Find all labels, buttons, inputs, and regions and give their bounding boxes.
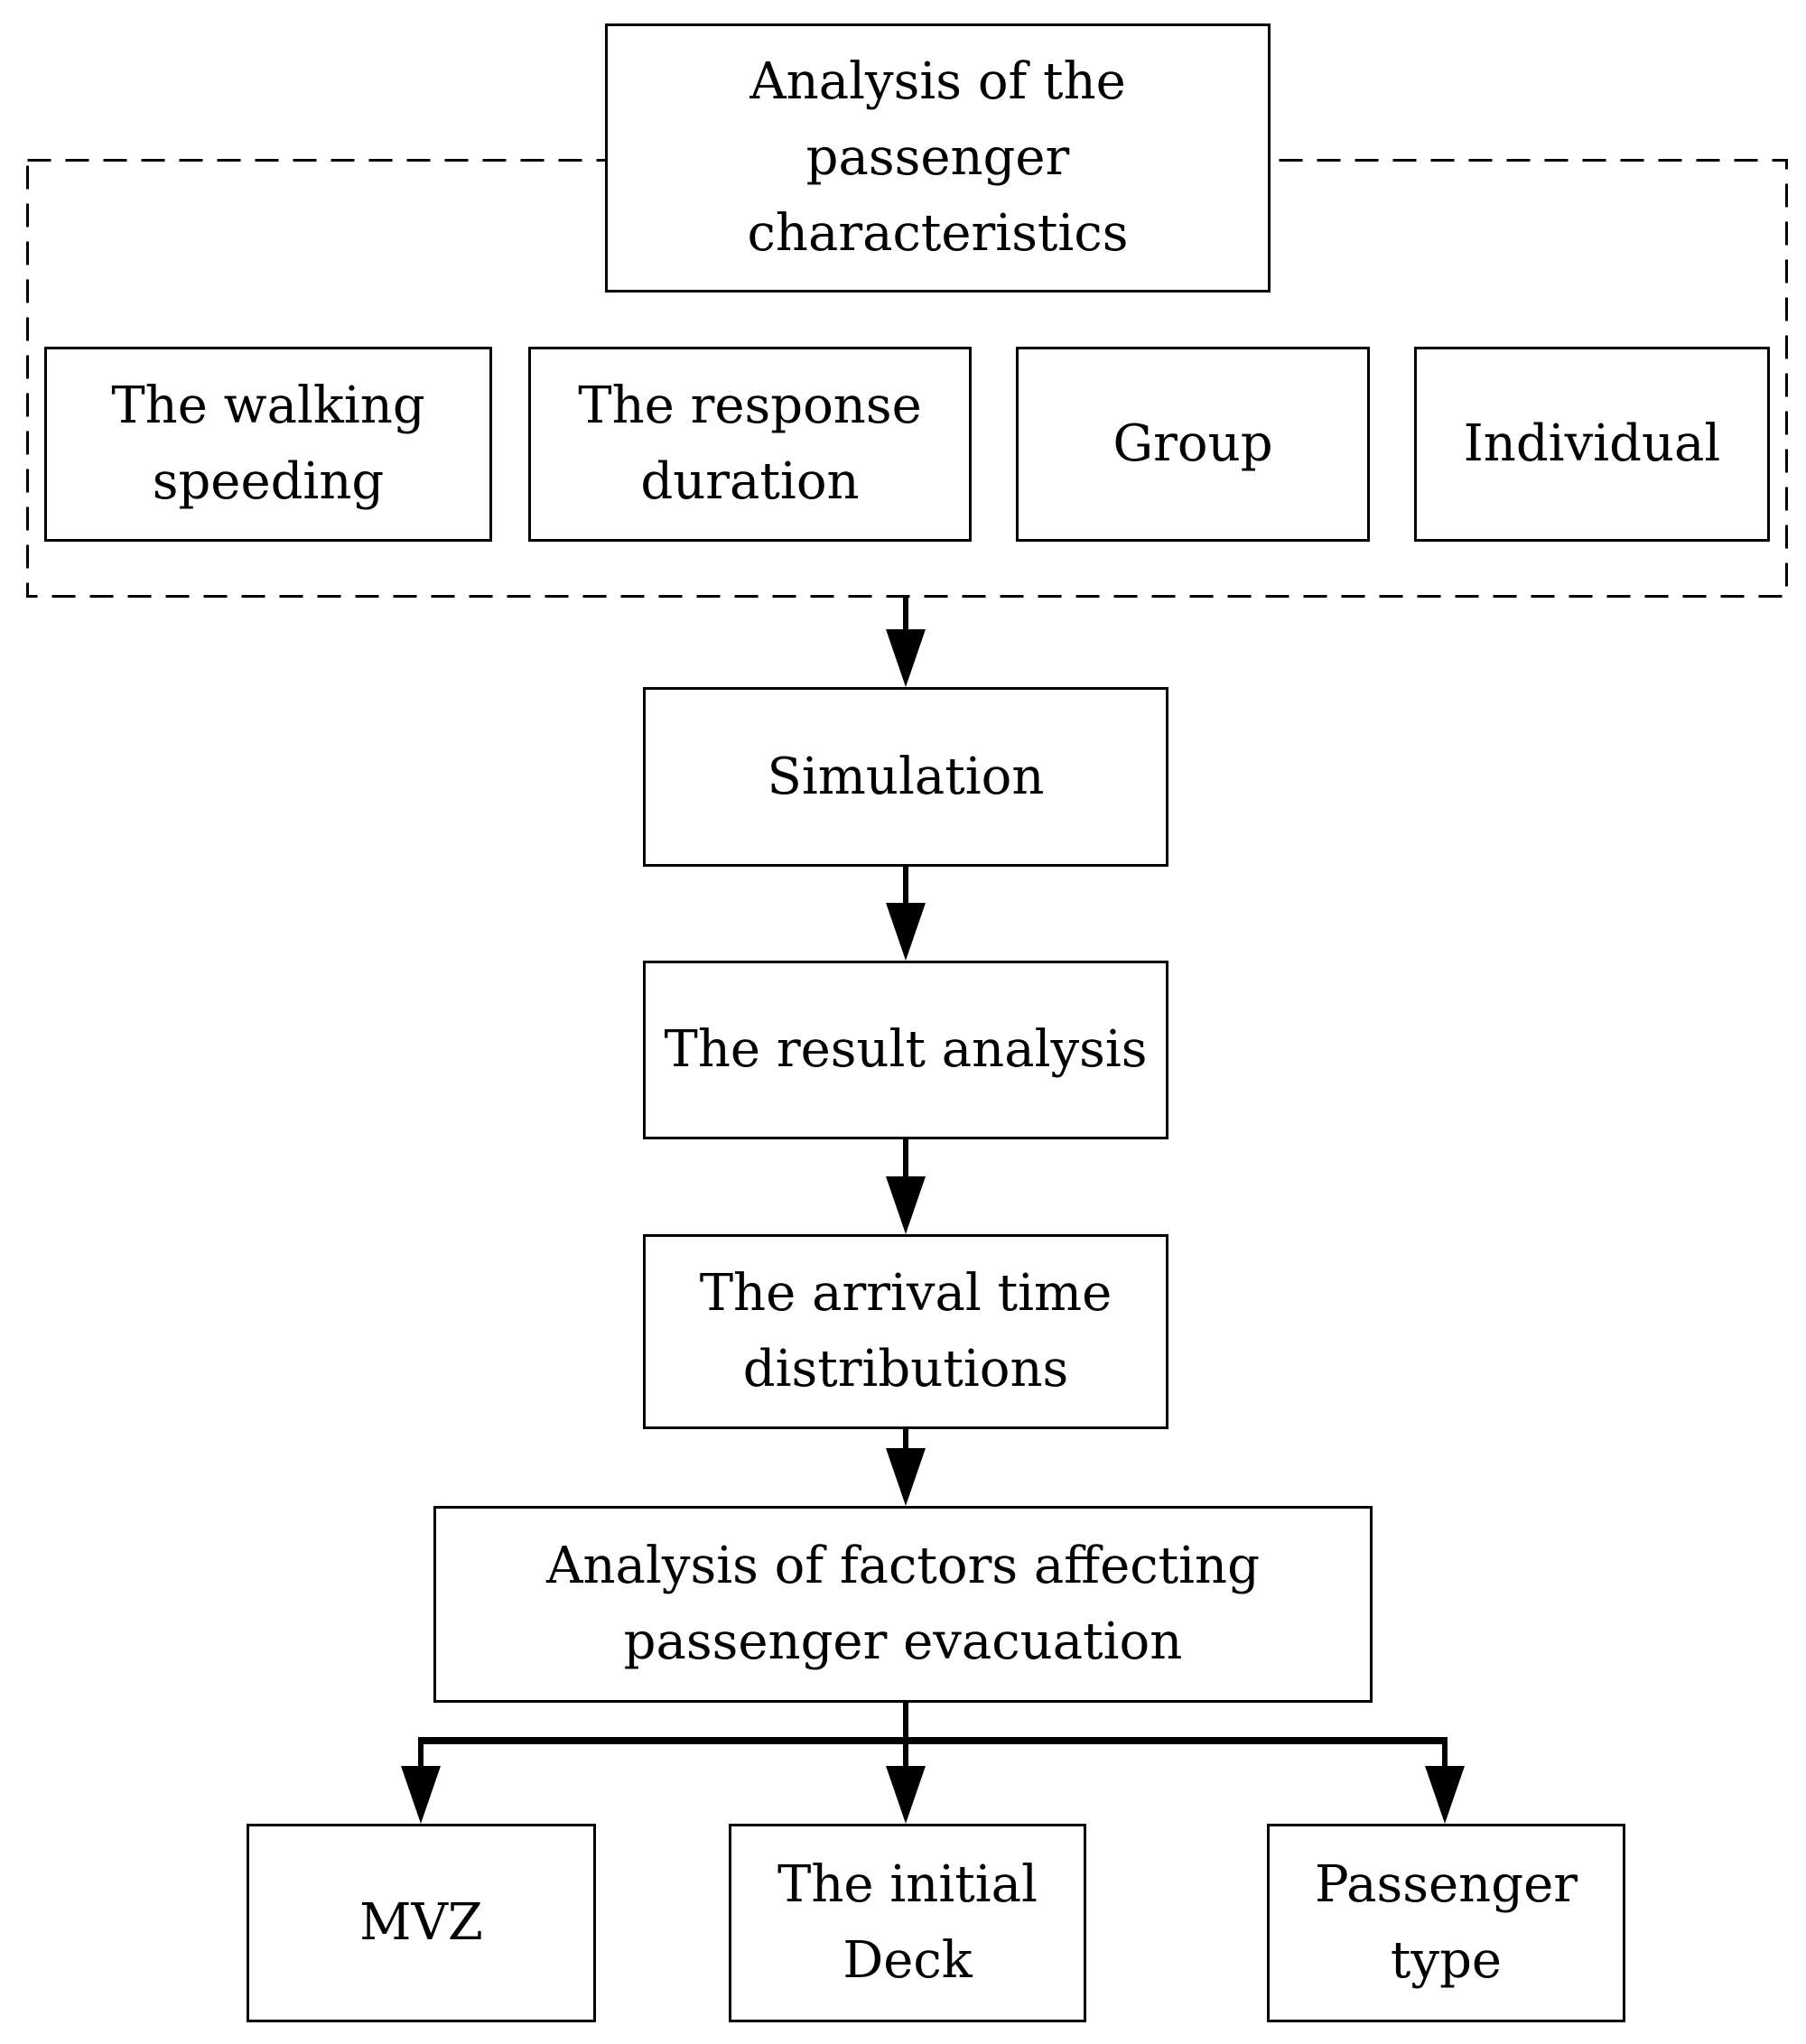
box-response-duration: The response duration xyxy=(528,347,972,542)
box-walking-speeding-label: The walking speeding xyxy=(111,376,425,511)
branch-connector-center-drop xyxy=(903,1703,908,1744)
box-initial-deck: The initial Deck xyxy=(729,1824,1086,2022)
box-walking-speeding: The walking speeding xyxy=(44,347,492,542)
box-mvz-label: MVZ xyxy=(359,1893,483,1952)
box-mvz: MVZ xyxy=(247,1824,596,2022)
box-result-analysis-label: The result analysis xyxy=(664,1020,1148,1079)
arrow-to-arrival-distributions-head xyxy=(886,1176,926,1234)
arrow-to-factors-analysis-stem xyxy=(903,1429,908,1454)
arrow-to-arrival-distributions-stem xyxy=(903,1139,908,1178)
box-individual-label: Individual xyxy=(1463,414,1721,473)
box-arrival-time-distributions: The arrival time distributions xyxy=(643,1234,1168,1429)
box-group-label: Group xyxy=(1112,414,1273,473)
arrow-to-simulation-stem xyxy=(903,598,908,632)
box-response-duration-label: The response duration xyxy=(578,376,922,511)
box-passenger-characteristics-label: Analysis of the passenger characteristic… xyxy=(747,52,1129,263)
branch-arrow-initial-deck-head xyxy=(886,1766,926,1824)
branch-arrow-passenger-type-stem xyxy=(1442,1744,1448,1768)
box-passenger-type: Passenger type xyxy=(1267,1824,1625,2022)
box-simulation: Simulation xyxy=(643,687,1168,867)
branch-arrow-initial-deck-stem xyxy=(903,1744,908,1768)
arrow-to-result-analysis-head xyxy=(886,903,926,961)
branch-arrow-mvz-stem xyxy=(418,1744,424,1768)
arrow-to-simulation-head xyxy=(886,629,926,687)
box-factors-analysis-label: Analysis of factors affecting passenger … xyxy=(546,1537,1260,1671)
box-group: Group xyxy=(1016,347,1370,542)
box-arrival-time-distributions-label: The arrival time distributions xyxy=(699,1264,1112,1398)
branch-arrow-passenger-type-head xyxy=(1425,1766,1465,1824)
arrow-to-factors-analysis-head xyxy=(886,1448,926,1506)
box-passenger-type-label: Passenger type xyxy=(1315,1855,1578,1990)
arrow-to-result-analysis-stem xyxy=(903,867,908,905)
box-factors-analysis: Analysis of factors affecting passenger … xyxy=(433,1506,1373,1703)
box-individual: Individual xyxy=(1414,347,1770,542)
branch-connector-horizontal xyxy=(418,1737,1448,1744)
box-result-analysis: The result analysis xyxy=(643,961,1168,1139)
branch-arrow-mvz-head xyxy=(401,1766,441,1824)
box-initial-deck-label: The initial Deck xyxy=(777,1855,1038,1990)
box-passenger-characteristics: Analysis of the passenger characteristic… xyxy=(605,23,1271,293)
box-simulation-label: Simulation xyxy=(767,747,1045,806)
